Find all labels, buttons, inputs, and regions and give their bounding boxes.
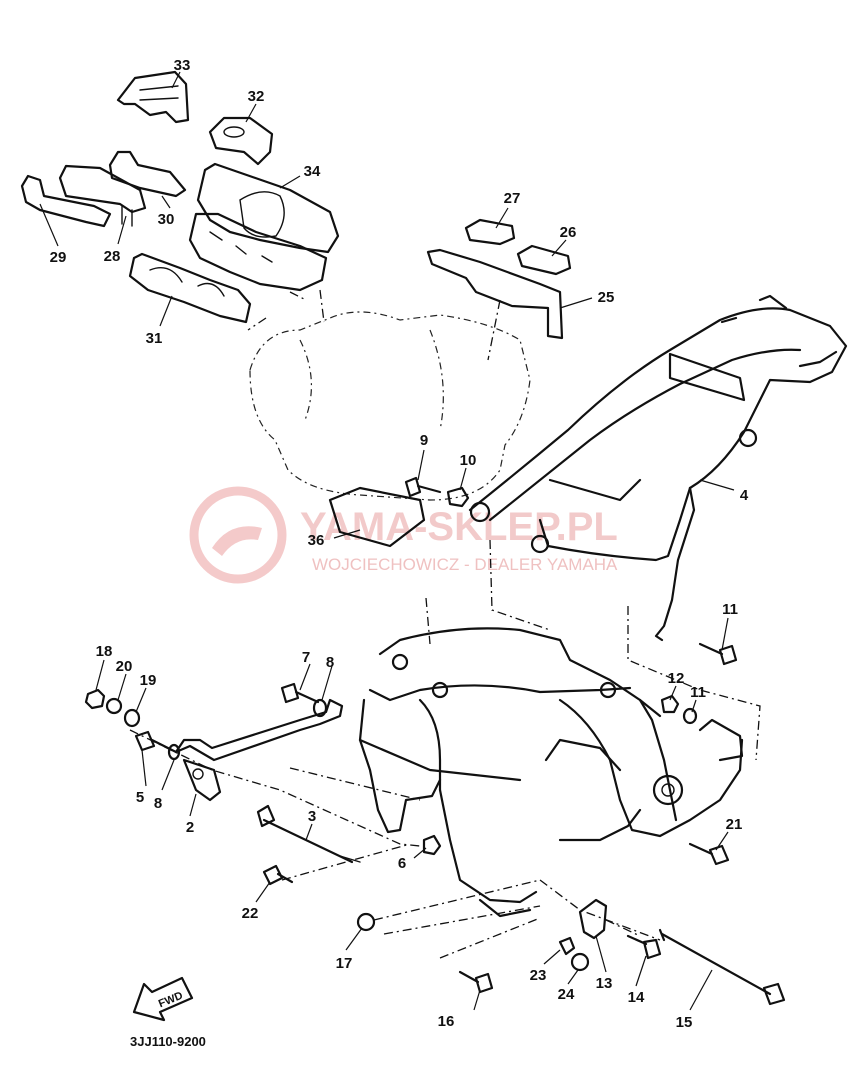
callout-19: 18 [96,643,113,660]
callout-16: 15 [676,1014,693,1031]
callout-30: 29 [50,249,67,266]
callout-5: 5 [136,789,144,806]
diagram-code: 3JJ110-9200 [130,1034,206,1049]
callout-8-upper: 8 [326,654,334,671]
watermark: YAMA-SKLEP.PL WOJCIECHOWICZ - DEALER YAM… [189,486,618,584]
callout-26: 25 [598,289,615,306]
part-13-nut [660,694,680,714]
part-2-bracket [174,698,344,802]
part-9-bolt [404,476,442,498]
part-12-collar [682,707,698,725]
callout-36: 36 [308,532,325,549]
callout-11: 11 [722,601,738,618]
part-28-seal [464,218,516,246]
callout-4: 4 [740,487,749,504]
callout-17: 16 [438,1013,455,1030]
part-22-bolt [688,842,730,866]
watermark-title: YAMA-SKLEP.PL [300,505,618,549]
callout-35: 34 [304,163,321,180]
part-10-nut [446,486,470,508]
part-4-rear-frame [468,294,848,642]
part-16-axle-bolt [658,928,786,1006]
callout-23: 22 [242,905,259,922]
main-frame [358,627,744,918]
part-25-cap [570,952,590,972]
callout-10: 10 [460,452,477,469]
part-17-bolt [458,970,494,994]
part-24-nut [558,936,576,956]
part-7-bolt [280,682,320,704]
callout-12: 11 [690,684,706,701]
fwd-arrow-icon [132,976,194,1022]
callout-14: 13 [596,975,613,992]
callout-28: 27 [504,190,521,207]
callout-6: 6 [398,855,406,872]
part-3-bolt [256,804,361,864]
callout-numbers: 33 32 34 30 28 29 31 27 26 25 4 9 10 36 … [50,57,749,1031]
callout-leaders [39,71,735,1011]
callout-34: 33 [174,57,191,74]
callout-3: 3 [308,808,316,825]
callout-25: 24 [558,986,575,1003]
part-31-bracket [108,150,187,198]
callout-2: 2 [186,819,194,836]
part-26-bracket [426,248,564,340]
assembly-lines [129,289,761,959]
watermark-subtitle: WOJCIECHOWICZ - DEALER YAMAHA [312,555,618,574]
part-36-plate [328,486,426,548]
fasteners [84,476,786,1006]
callout-15: 14 [628,989,645,1006]
fwd-arrow: FWD [132,976,194,1022]
part-30-bracket [20,174,112,228]
part-33-cover [208,116,274,166]
part-35-cover [196,162,340,254]
callout-32: 31 [146,330,163,347]
part-23-bolt [262,864,294,886]
part-21-washer [105,697,123,715]
part-32-duct [188,212,328,292]
callout-7: 7 [302,649,310,666]
part-11-bolt [698,642,738,666]
callout-20: 19 [140,672,157,689]
callout-27: 26 [560,224,577,241]
callout-8-lower: 8 [154,795,162,812]
callout-13: 12 [668,670,685,687]
callout-24: 23 [530,967,547,984]
part-18-collar [356,912,376,932]
part-34-cover [116,70,190,124]
callout-22: 21 [726,816,743,833]
part-8-washer-upper [312,698,328,718]
callout-18: 17 [336,955,353,972]
engine-ghost-outline [249,311,531,501]
part-29-bracket [58,164,147,227]
callout-33: 32 [248,88,265,105]
watermark-logo-mark [212,526,262,556]
part-27-seal [516,244,572,276]
part-8-washer-lower [167,743,181,761]
callout-9: 9 [420,432,428,449]
part-19-nut [84,688,106,710]
callout-31: 30 [158,211,175,228]
part-14-bracket [578,898,608,940]
part-6-nut [422,834,442,856]
callout-21: 20 [116,658,133,675]
part-20-collar [123,708,141,728]
callout-29: 28 [104,248,121,265]
part-32-lower-duct [128,252,252,324]
watermark-logo [189,486,287,584]
part-15-bolt [626,934,662,960]
